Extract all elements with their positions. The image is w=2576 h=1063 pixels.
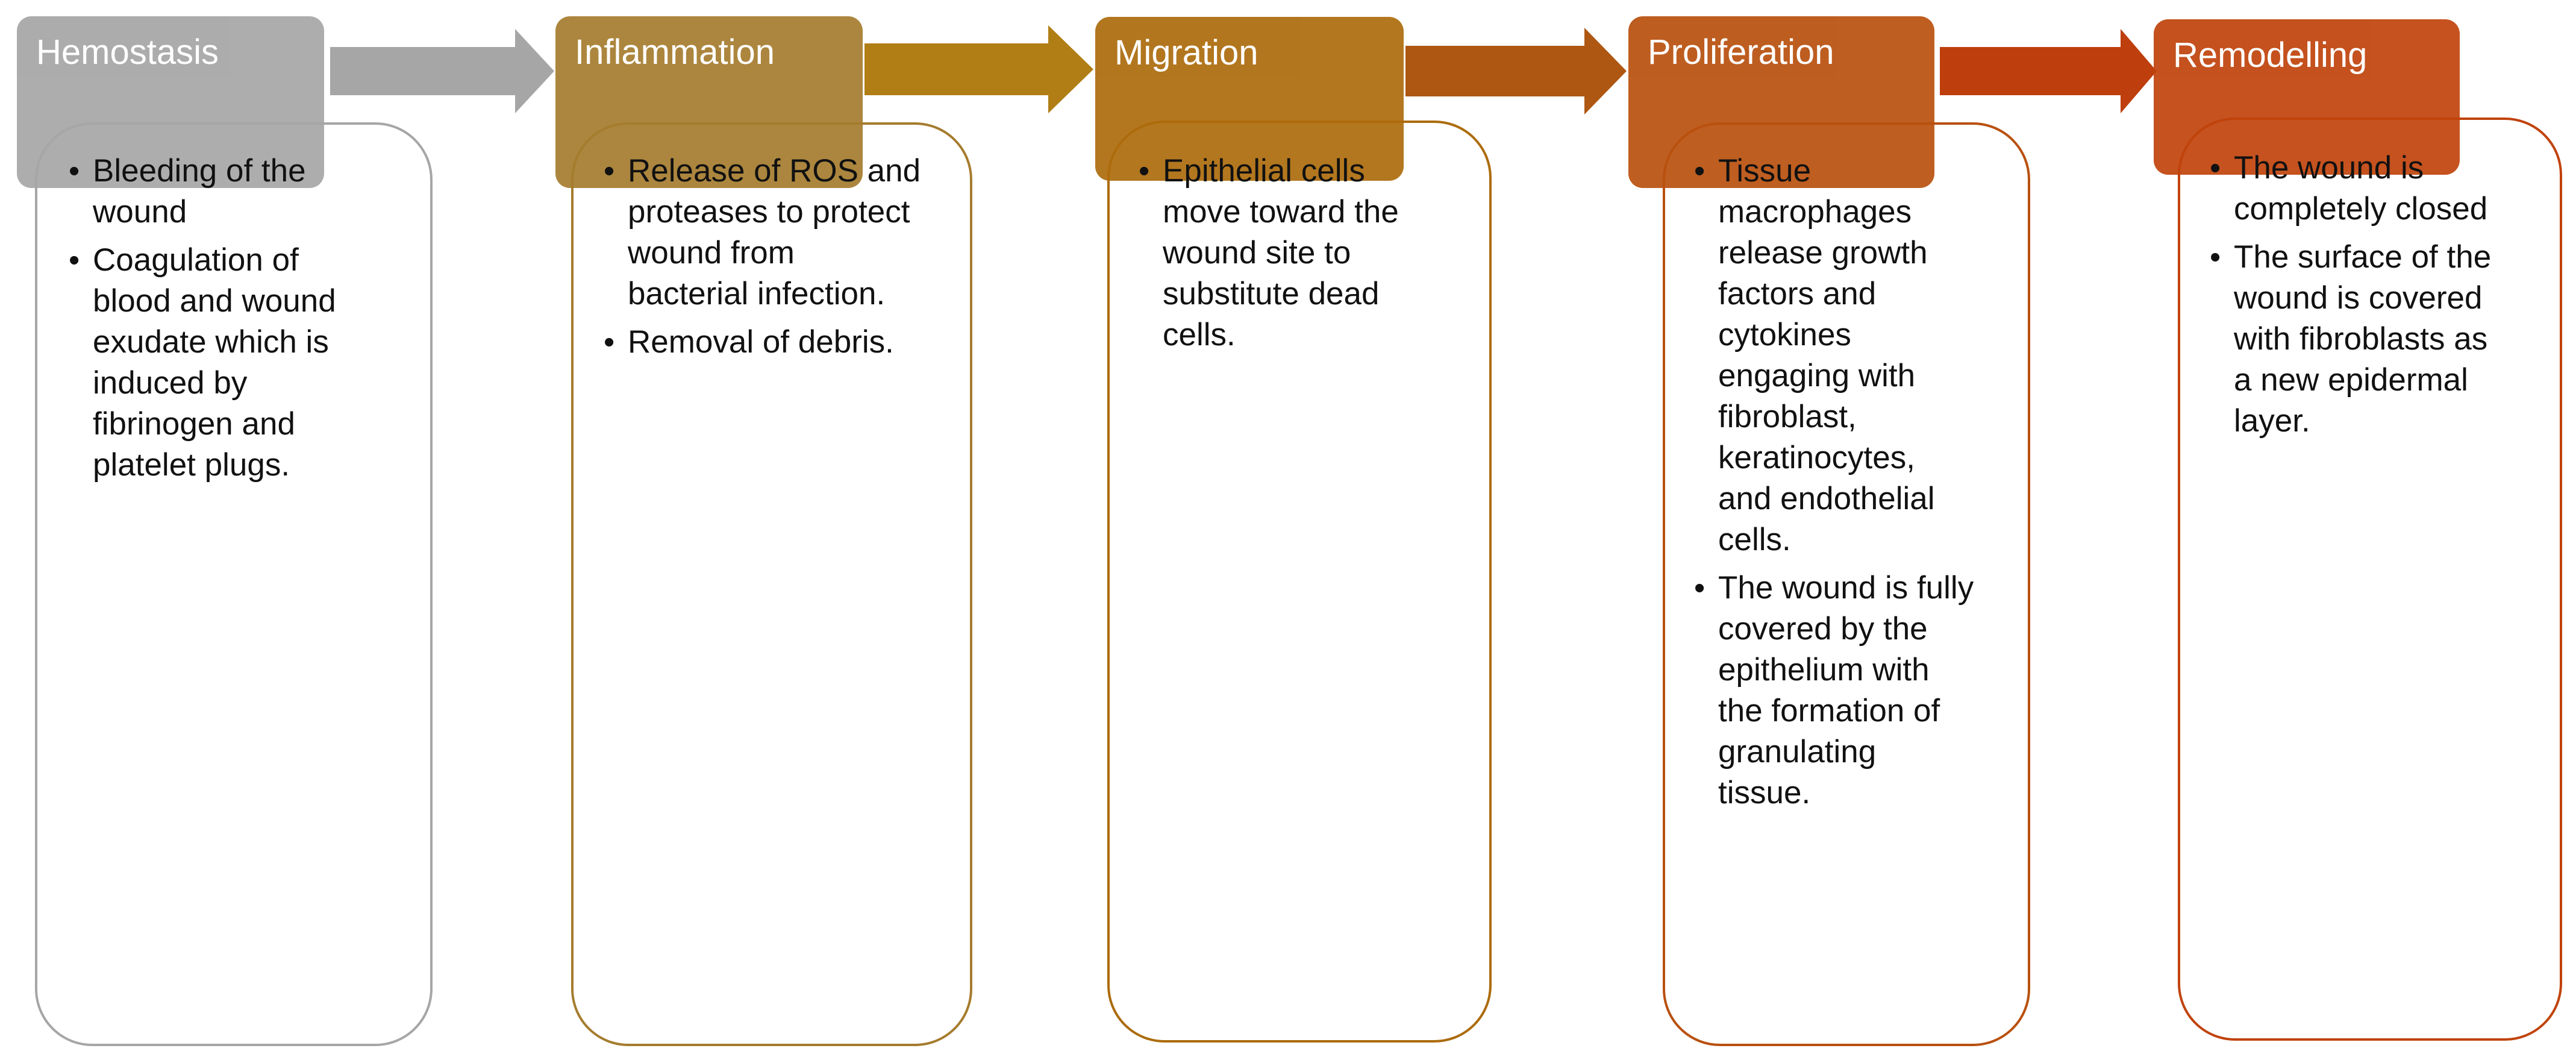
bullet-item: The wound is completely closed (2210, 148, 2559, 230)
bullet-list-inflammation: Release of ROS and proteases to protect … (604, 151, 965, 370)
bullet-list-remodelling: The wound is completely closed The surfa… (2210, 148, 2559, 449)
bullet-item: The surface of the wound is covered with… (2210, 237, 2559, 442)
arrow-inflammation-to-migration (864, 25, 1093, 113)
bullet-list-proliferation: Tissue macrophages release growth factor… (1694, 151, 2019, 821)
bullet-list-hemostasis: Bleeding of the wound Coagulation of blo… (69, 151, 424, 493)
arrow-hemostasis-to-inflammation (330, 29, 554, 113)
stage-title: Hemostasis (36, 33, 219, 72)
bullet-item: The wound is fully covered by the epithe… (1694, 568, 2019, 814)
bullet-item: Release of ROS and proteases to protect … (604, 151, 965, 315)
stage-title: Migration (1114, 33, 1258, 72)
bullet-item: Epithelial cells move toward the wound s… (1139, 151, 1482, 356)
bullet-item: Coagulation of blood and wound exudate w… (69, 240, 424, 486)
stage-title: Inflammation (575, 33, 775, 72)
bullet-item: Bleeding of the wound (69, 151, 424, 233)
bullet-list-migration: Epithelial cells move toward the wound s… (1139, 151, 1482, 363)
arrow-migration-to-proliferation (1405, 28, 1627, 114)
stage-title: Remodelling (2173, 36, 2368, 75)
bullet-item: Tissue macrophages release growth factor… (1694, 151, 2019, 560)
stage-title: Proliferation (1648, 33, 1834, 72)
bullet-item: Removal of debris. (604, 322, 965, 363)
arrow-proliferation-to-remodelling (1940, 29, 2157, 113)
